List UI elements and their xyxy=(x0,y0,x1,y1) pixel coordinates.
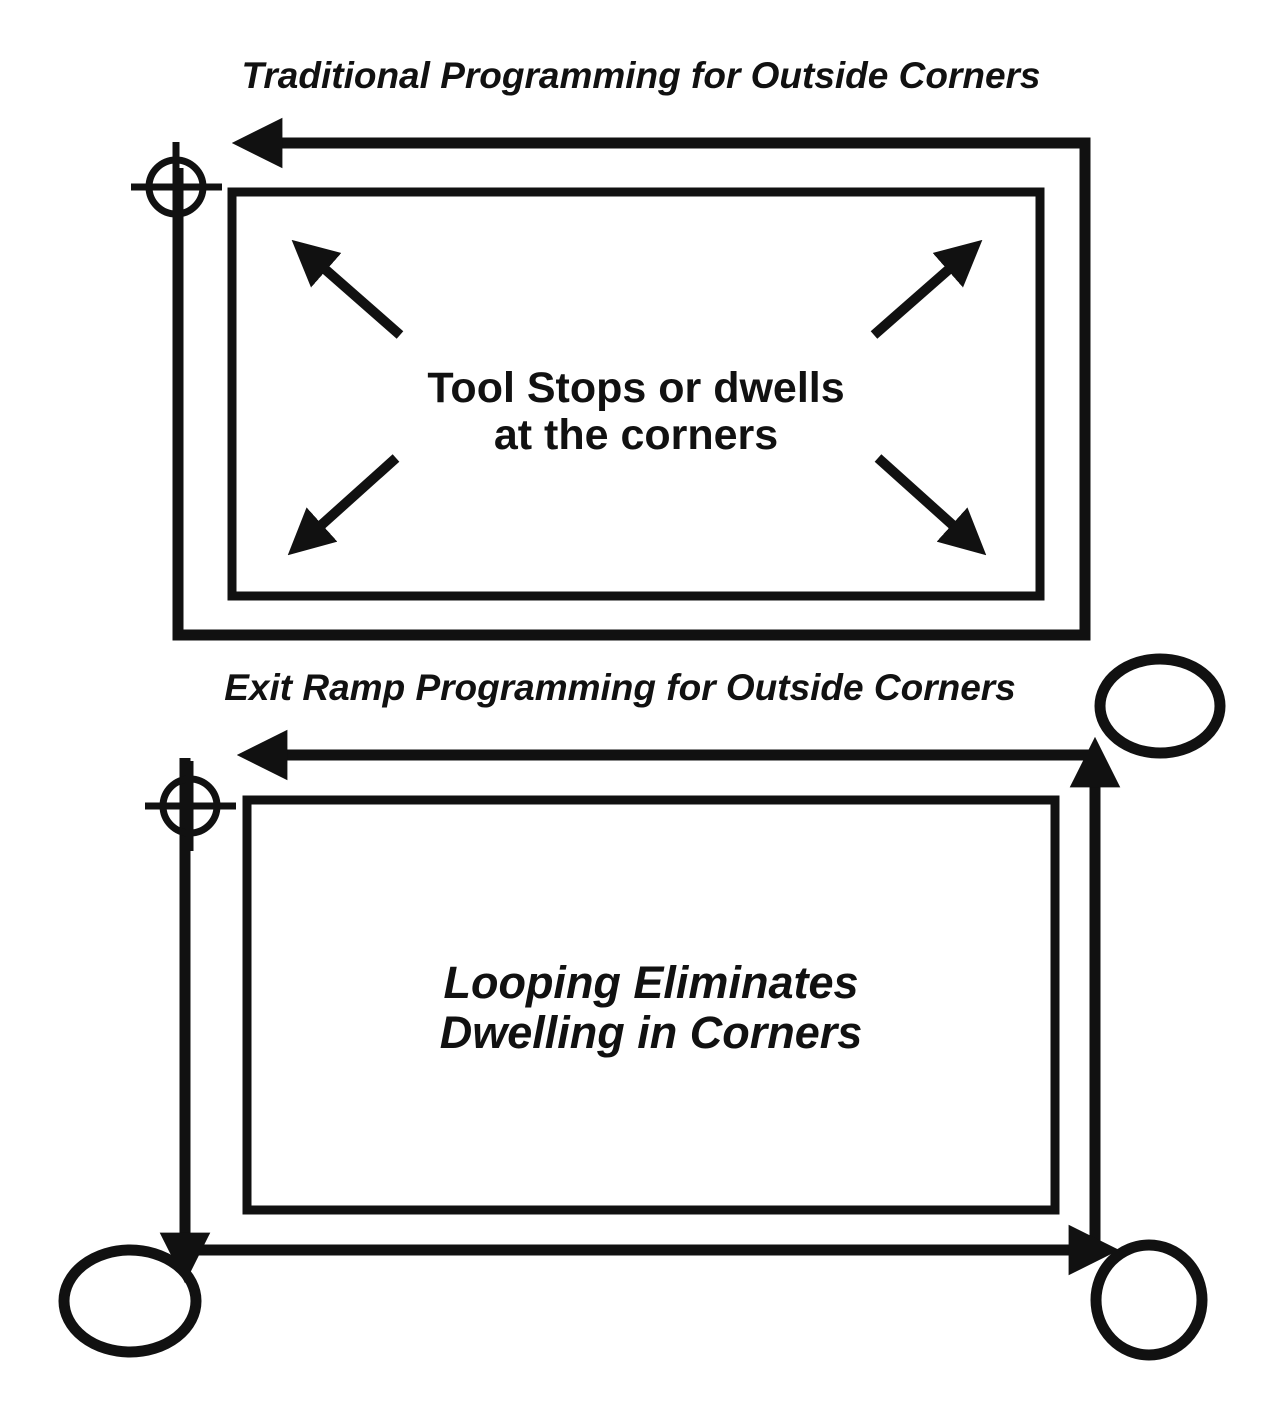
bottom-diagram-label-line2: Dwelling in Corners xyxy=(439,1006,863,1058)
loop-ellipse-bottom-right-icon xyxy=(1090,1239,1208,1361)
top-diagram-title: Traditional Programming for Outside Corn… xyxy=(241,55,1041,96)
top-diagram-label-line1: Tool Stops or dwells xyxy=(427,364,845,412)
loop-ellipse-top-right-icon xyxy=(1094,653,1226,759)
diagonal-arrow-bottom-left-icon xyxy=(287,454,400,556)
top-diagram-label: Tool Stops or dwells at the corners xyxy=(232,364,1040,460)
crosshair-icon xyxy=(145,761,236,851)
bottom-diagram-label: Looping Eliminates Dwelling in Corners xyxy=(247,958,1055,1057)
bottom-diagram-title: Exit Ramp Programming for Outside Corner… xyxy=(224,667,1016,708)
traditional-toolpath-outline xyxy=(172,117,1091,641)
exit-ramp-part-outline xyxy=(242,795,1060,1215)
bottom-diagram-label-line1: Looping Eliminates xyxy=(443,957,859,1008)
exit-ramp-toolpath-outline xyxy=(159,729,1121,1284)
corner-dwell-arrows xyxy=(287,239,987,556)
exit-ramp-loops xyxy=(58,653,1226,1361)
crosshair-icon xyxy=(131,142,222,232)
traditional-part-outline xyxy=(227,187,1045,601)
loop-ellipse-bottom-left-icon xyxy=(58,1244,202,1358)
top-diagram-label-line2: at the corners xyxy=(493,411,779,460)
diagonal-arrow-top-right-icon xyxy=(870,239,983,339)
diagonal-arrow-top-left-icon xyxy=(291,239,404,339)
diagonal-arrow-bottom-right-icon xyxy=(874,454,987,556)
